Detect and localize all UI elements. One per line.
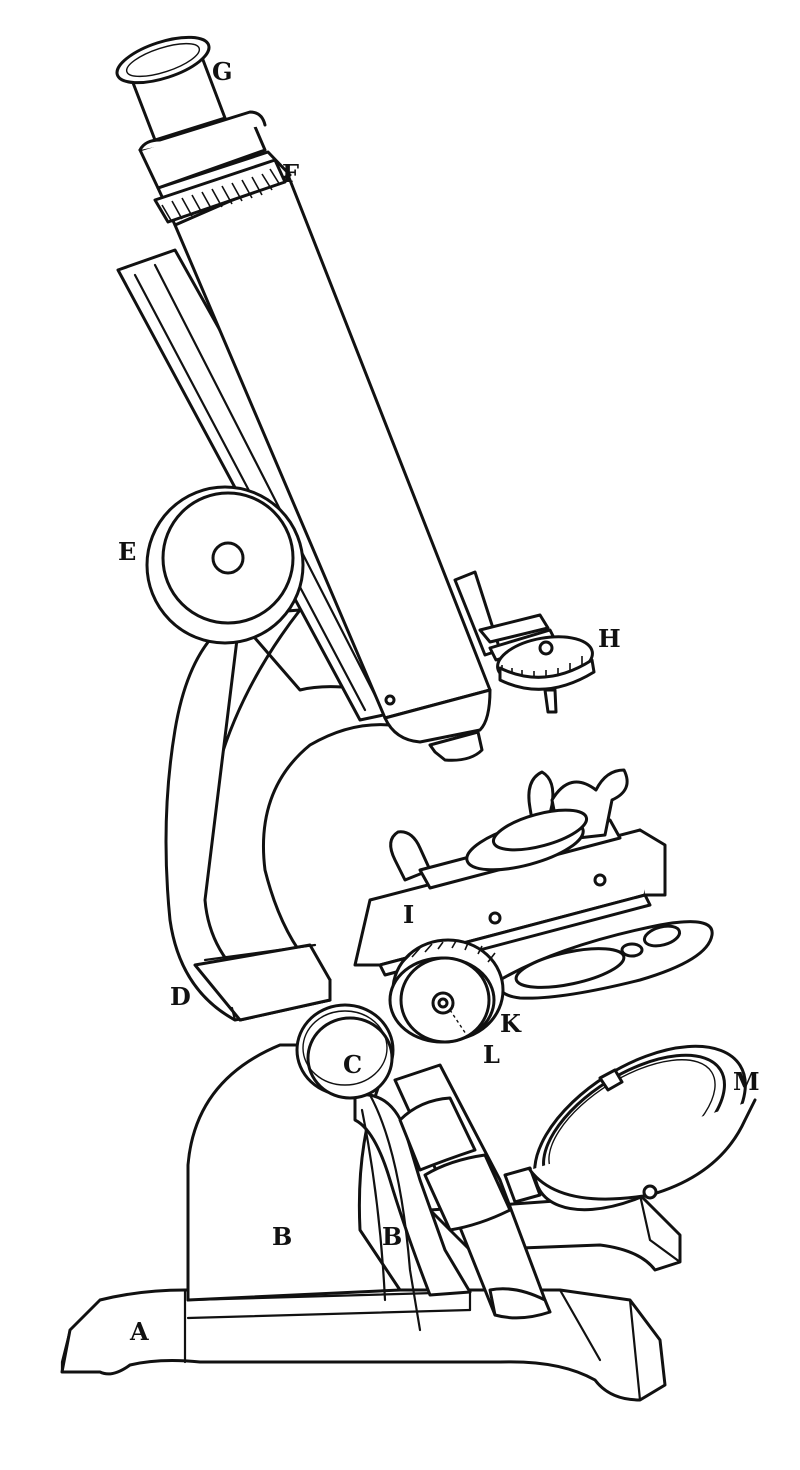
coarse-adjust-knob-c	[295, 1003, 395, 1100]
body-tube	[116, 173, 596, 762]
eyepiece	[115, 35, 292, 227]
base-foot	[60, 1288, 667, 1402]
substage-tube	[393, 1063, 552, 1320]
label-c: C	[343, 1050, 362, 1079]
label-i: I	[403, 900, 414, 929]
label-b-tube: B	[382, 1222, 402, 1251]
label-k: K	[500, 1009, 522, 1038]
mirror	[503, 1044, 757, 1212]
coarse-wheel-e	[145, 485, 305, 645]
label-m: M	[733, 1067, 760, 1096]
label-f: F	[282, 159, 299, 188]
label-g: G	[212, 57, 233, 86]
label-group: A B B C D E F G H I K L M	[118, 57, 760, 1346]
fine-adjust-knob-k	[388, 938, 505, 1044]
label-d: D	[170, 982, 191, 1011]
label-e: E	[118, 537, 136, 566]
stage	[353, 768, 714, 1000]
label-b-pillar: B	[272, 1222, 292, 1251]
label-a: A	[129, 1317, 149, 1346]
label-l: L	[483, 1040, 500, 1069]
label-h: H	[598, 624, 621, 653]
